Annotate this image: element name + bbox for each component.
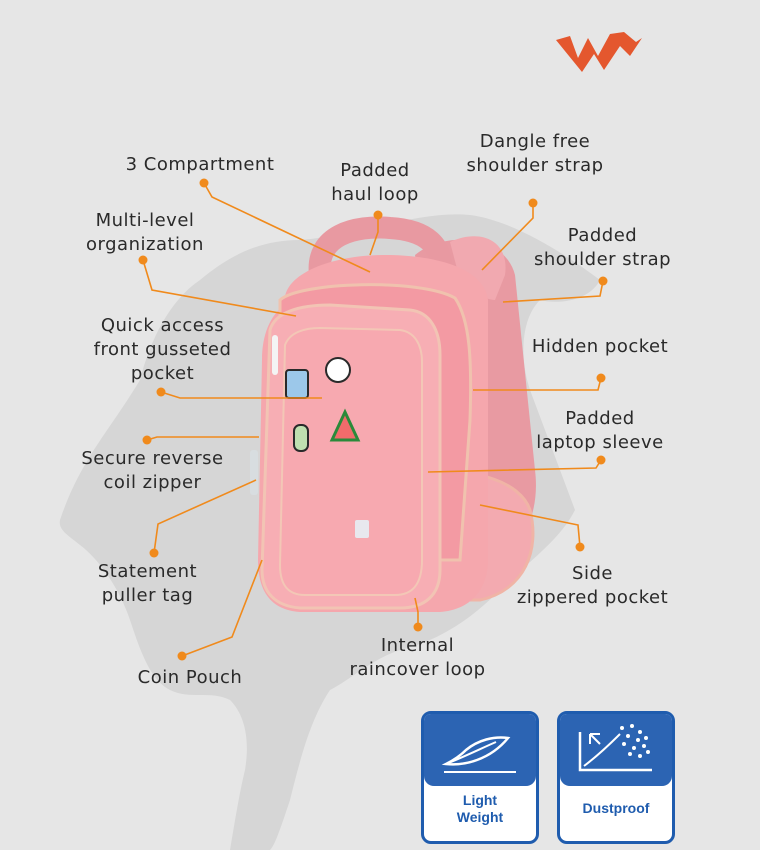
label-side-zippered-pocket: Side zippered pocket xyxy=(505,562,680,610)
brand-tag xyxy=(355,520,369,538)
callout-lines xyxy=(142,182,604,657)
label-padded-haul-loop: Padded haul loop xyxy=(300,159,450,207)
label-line: Statement xyxy=(97,561,198,582)
badge-dustproof-caption: Dustproof xyxy=(582,800,650,816)
dust-particles-icon xyxy=(578,724,652,772)
patch-watermelon xyxy=(329,408,361,442)
patch-bear xyxy=(325,357,351,383)
callout-dots xyxy=(138,178,608,661)
label-line: raincover loop xyxy=(349,659,486,680)
label-line: Padded xyxy=(567,225,638,246)
badge-light-weight-caption: Light Weight xyxy=(424,792,536,826)
haul-loop xyxy=(308,216,452,286)
label-line: Quick access xyxy=(100,315,225,336)
label-multi-level-organization: Multi-level organization xyxy=(70,209,220,257)
badge-light-weight: Light Weight xyxy=(421,711,539,844)
label-line: front gusseted xyxy=(93,339,232,360)
label-dangle-free-strap: Dangle free shoulder strap xyxy=(450,130,620,178)
badge-line: Light xyxy=(462,792,498,808)
label-line: pocket xyxy=(130,363,195,384)
label-line: coil zipper xyxy=(103,472,202,493)
label-line: Side xyxy=(572,563,613,584)
label-line: Dangle free xyxy=(479,131,591,152)
patch-cactus xyxy=(293,424,309,452)
label-line: laptop sleeve xyxy=(536,432,664,453)
label-secure-reverse-coil-zipper: Secure reverse coil zipper xyxy=(65,447,240,495)
zipper-pull-front xyxy=(272,335,278,375)
label-line: Padded xyxy=(340,160,410,181)
label-line: organization xyxy=(86,234,204,255)
label-quick-access-pocket: Quick access front gusseted pocket xyxy=(80,314,245,386)
zipper-pull-side xyxy=(250,450,258,495)
label-line: shoulder strap xyxy=(533,249,672,270)
shoulder-strap xyxy=(450,236,506,300)
patch-jar xyxy=(285,369,309,399)
label-padded-laptop-sleeve: Padded laptop sleeve xyxy=(525,407,675,455)
front-panel xyxy=(278,326,423,596)
label-padded-shoulder-strap: Padded shoulder strap xyxy=(520,224,685,272)
badge-dustproof: Dustproof xyxy=(557,711,675,844)
label-internal-raincover-loop: Internal raincover loop xyxy=(335,634,500,682)
feather-icon xyxy=(441,736,516,773)
label-line: Internal xyxy=(380,635,455,656)
label-statement-puller-tag: Statement puller tag xyxy=(75,560,220,608)
badge-line: Weight xyxy=(456,809,504,825)
label-line: haul loop xyxy=(331,184,419,205)
label-3-compartment: 3 Compartment xyxy=(125,154,275,175)
label-hidden-pocket: Hidden pocket xyxy=(531,336,669,357)
w-brand-logo-icon xyxy=(556,32,642,72)
label-line: Secure reverse xyxy=(81,448,224,469)
label-line: puller tag xyxy=(101,585,194,606)
label-line: Padded xyxy=(565,408,635,429)
label-line: shoulder strap xyxy=(466,155,604,176)
badge-top xyxy=(560,714,672,786)
label-line: Multi-level xyxy=(95,210,195,231)
label-coin-pouch: Coin Pouch xyxy=(137,667,243,688)
label-line: zippered pocket xyxy=(516,587,669,608)
